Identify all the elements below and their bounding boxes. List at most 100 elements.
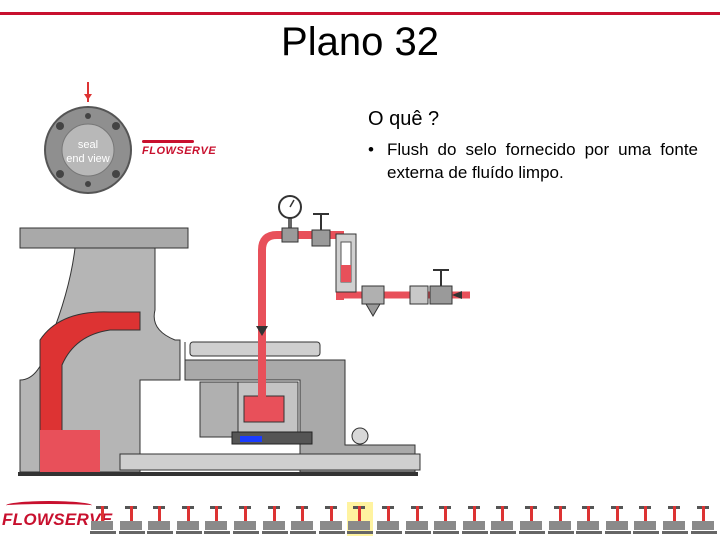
thumbnail-part-base bbox=[234, 521, 256, 530]
plan-thumbnail[interactable] bbox=[347, 502, 373, 536]
plan-thumbnail[interactable] bbox=[147, 502, 173, 536]
thumbnail-part-base bbox=[463, 521, 485, 530]
plan-thumbnail[interactable] bbox=[576, 502, 602, 536]
seal-label-1: seal bbox=[78, 139, 98, 151]
thumbnail-part-foot bbox=[433, 531, 459, 534]
shutoff-valve-upper bbox=[311, 213, 331, 247]
thumbnail-part-pipe bbox=[702, 506, 705, 526]
thumbnail-part-foot bbox=[290, 531, 316, 534]
thumbnail-part-foot bbox=[319, 531, 345, 534]
thumbnail-part-foot bbox=[691, 531, 717, 534]
logo-small-text: FLOWSERVE bbox=[142, 145, 217, 157]
thumbnail-part-pipe bbox=[473, 506, 476, 526]
thumbnail-part-foot bbox=[490, 531, 516, 534]
flow-meter bbox=[335, 233, 357, 293]
thumbnail-part-foot bbox=[204, 531, 230, 534]
footer-logo-text: FLOWSERVE bbox=[2, 510, 113, 529]
thumbnail-part-base bbox=[606, 521, 628, 530]
seal-end-view: seal end view bbox=[44, 82, 132, 194]
thumbnail-part-base bbox=[120, 521, 142, 530]
plan-thumbnail[interactable] bbox=[691, 502, 717, 536]
seal-label-2: end view bbox=[66, 153, 109, 165]
thumbnail-part-base bbox=[177, 521, 199, 530]
thumbnail-part-pipe bbox=[416, 506, 419, 526]
thumbnail-part-foot bbox=[605, 531, 631, 534]
thumbnail-part-pipe bbox=[301, 506, 304, 526]
thumbnail-part-pipe bbox=[244, 506, 247, 526]
plan-thumbnail[interactable] bbox=[519, 502, 545, 536]
thumbnail-part-pipe bbox=[644, 506, 647, 526]
thumbnail-part-pipe bbox=[158, 506, 161, 526]
thumbnail-part-base bbox=[348, 521, 370, 530]
plan-thumbnail[interactable] bbox=[90, 502, 116, 536]
plan-thumbnail[interactable] bbox=[233, 502, 259, 536]
thumbnail-part-pipe bbox=[501, 506, 504, 526]
thumbnail-part-foot bbox=[176, 531, 202, 534]
thumbnail-part-pipe bbox=[616, 506, 619, 526]
thumbnail-part-pipe bbox=[130, 506, 133, 526]
shutoff-valve-lower bbox=[409, 269, 453, 305]
thumbnail-part-pipe bbox=[273, 506, 276, 526]
thumbnail-part-foot bbox=[633, 531, 659, 534]
logo-swoosh bbox=[142, 140, 194, 143]
seal-plan-diagram: seal end view bbox=[18, 82, 470, 476]
pressure-gauge bbox=[278, 195, 302, 243]
thumbnail-part-pipe bbox=[673, 506, 676, 526]
thumbnail-part-base bbox=[491, 521, 513, 530]
thumbnail-part-foot bbox=[519, 531, 545, 534]
thumbnail-part-base bbox=[577, 521, 599, 530]
thumbnail-part-foot bbox=[405, 531, 431, 534]
bullet-text: Flush do selo fornecido por uma fonte ex… bbox=[387, 140, 698, 182]
thumbnail-part-foot bbox=[233, 531, 259, 534]
thumbnail-part-foot bbox=[262, 531, 288, 534]
seal-chamber bbox=[119, 381, 421, 471]
thumbnail-part-base bbox=[291, 521, 313, 530]
thumbnail-part-foot bbox=[147, 531, 173, 534]
plan-thumbnail[interactable] bbox=[605, 502, 631, 536]
plan-thumbnail[interactable] bbox=[548, 502, 574, 536]
thumbnail-part-base bbox=[205, 521, 227, 530]
flowserve-logo-footer: FLOWSERVE bbox=[2, 501, 113, 530]
plan-thumbnail[interactable] bbox=[176, 502, 202, 536]
thumbnail-part-base bbox=[91, 521, 113, 530]
thumbnail-part-base bbox=[434, 521, 456, 530]
plan-thumbnail[interactable] bbox=[490, 502, 516, 536]
thumbnail-part-foot bbox=[119, 531, 145, 534]
plan-thumbnail[interactable] bbox=[433, 502, 459, 536]
thumbnail-part-base bbox=[692, 521, 714, 530]
thumbnail-part-base bbox=[320, 521, 342, 530]
thumbnail-part-base bbox=[634, 521, 656, 530]
thumbnail-part-foot bbox=[90, 531, 116, 534]
thumbnail-part-base bbox=[263, 521, 285, 530]
plan-thumbnail[interactable] bbox=[204, 502, 230, 536]
thumbnail-part-base bbox=[549, 521, 571, 530]
strainer bbox=[361, 285, 385, 317]
thumbnail-part-base bbox=[148, 521, 170, 530]
plan-thumbnail[interactable] bbox=[290, 502, 316, 536]
subheading: O quê ? bbox=[368, 108, 440, 130]
plan-thumbnail[interactable] bbox=[119, 502, 145, 536]
thumbnail-part-pipe bbox=[444, 506, 447, 526]
plan-thumbnail[interactable] bbox=[319, 502, 345, 536]
plan-thumbnail-strip bbox=[90, 500, 720, 538]
thumbnail-part-foot bbox=[376, 531, 402, 534]
plan-thumbnail[interactable] bbox=[662, 502, 688, 536]
plan-thumbnail[interactable] bbox=[405, 502, 431, 536]
top-accent-bar bbox=[0, 12, 720, 15]
thumbnail-part-foot bbox=[662, 531, 688, 534]
footer-logo-swoosh bbox=[6, 501, 92, 510]
plan-thumbnail[interactable] bbox=[462, 502, 488, 536]
thumbnail-part-pipe bbox=[187, 506, 190, 526]
plan-thumbnail[interactable] bbox=[633, 502, 659, 536]
thumbnail-part-foot bbox=[347, 531, 373, 534]
bullet-dot: • bbox=[368, 140, 374, 159]
thumbnail-part-base bbox=[377, 521, 399, 530]
thumbnail-part-pipe bbox=[101, 506, 104, 526]
plan-thumbnail[interactable] bbox=[262, 502, 288, 536]
plan-thumbnail[interactable] bbox=[376, 502, 402, 536]
flowserve-logo-small: FLOWSERVE bbox=[142, 140, 216, 157]
bullet-item: • Flush do selo fornecido por uma fonte … bbox=[368, 138, 698, 184]
thumbnail-part-pipe bbox=[387, 506, 390, 526]
slide-title: Plano 32 bbox=[281, 20, 439, 64]
thumbnail-part-pipe bbox=[215, 506, 218, 526]
